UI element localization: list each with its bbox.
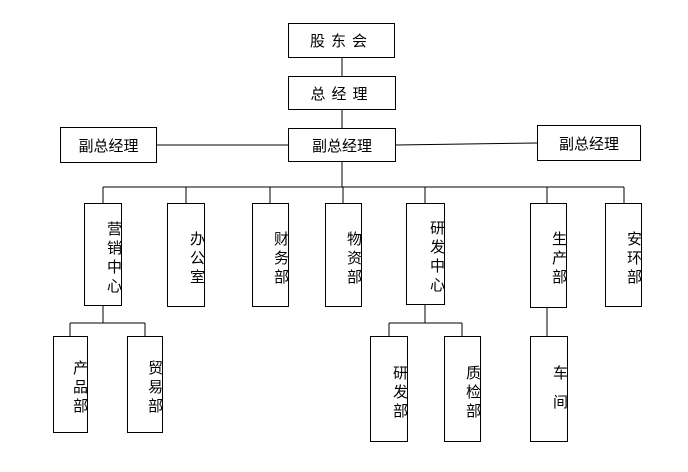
- box-materials: 物资部: [325, 203, 363, 307]
- connector-vp-right: [395, 142, 538, 146]
- box-rd-center: 研发中心: [406, 203, 446, 305]
- box-trade: 贸易部: [127, 336, 164, 433]
- box-office: 办公室: [167, 203, 206, 307]
- box-marketing-center: 营销中心: [84, 203, 123, 306]
- box-general-manager: 总经理: [288, 76, 396, 110]
- box-vp-right: 副总经理: [537, 125, 641, 161]
- box-shareholders: 股东会: [288, 23, 395, 58]
- box-workshop: 车间: [530, 336, 569, 442]
- box-safety-env: 安环部: [605, 203, 643, 307]
- box-quality: 质检部: [444, 336, 482, 442]
- box-finance: 财务部: [252, 203, 290, 307]
- box-products: 产品部: [53, 336, 89, 433]
- box-production: 生产部: [530, 203, 568, 308]
- box-vp-left: 副总经理: [60, 127, 157, 163]
- box-vp-center: 副总经理: [288, 128, 396, 162]
- box-rd-dept: 研发部: [370, 336, 409, 442]
